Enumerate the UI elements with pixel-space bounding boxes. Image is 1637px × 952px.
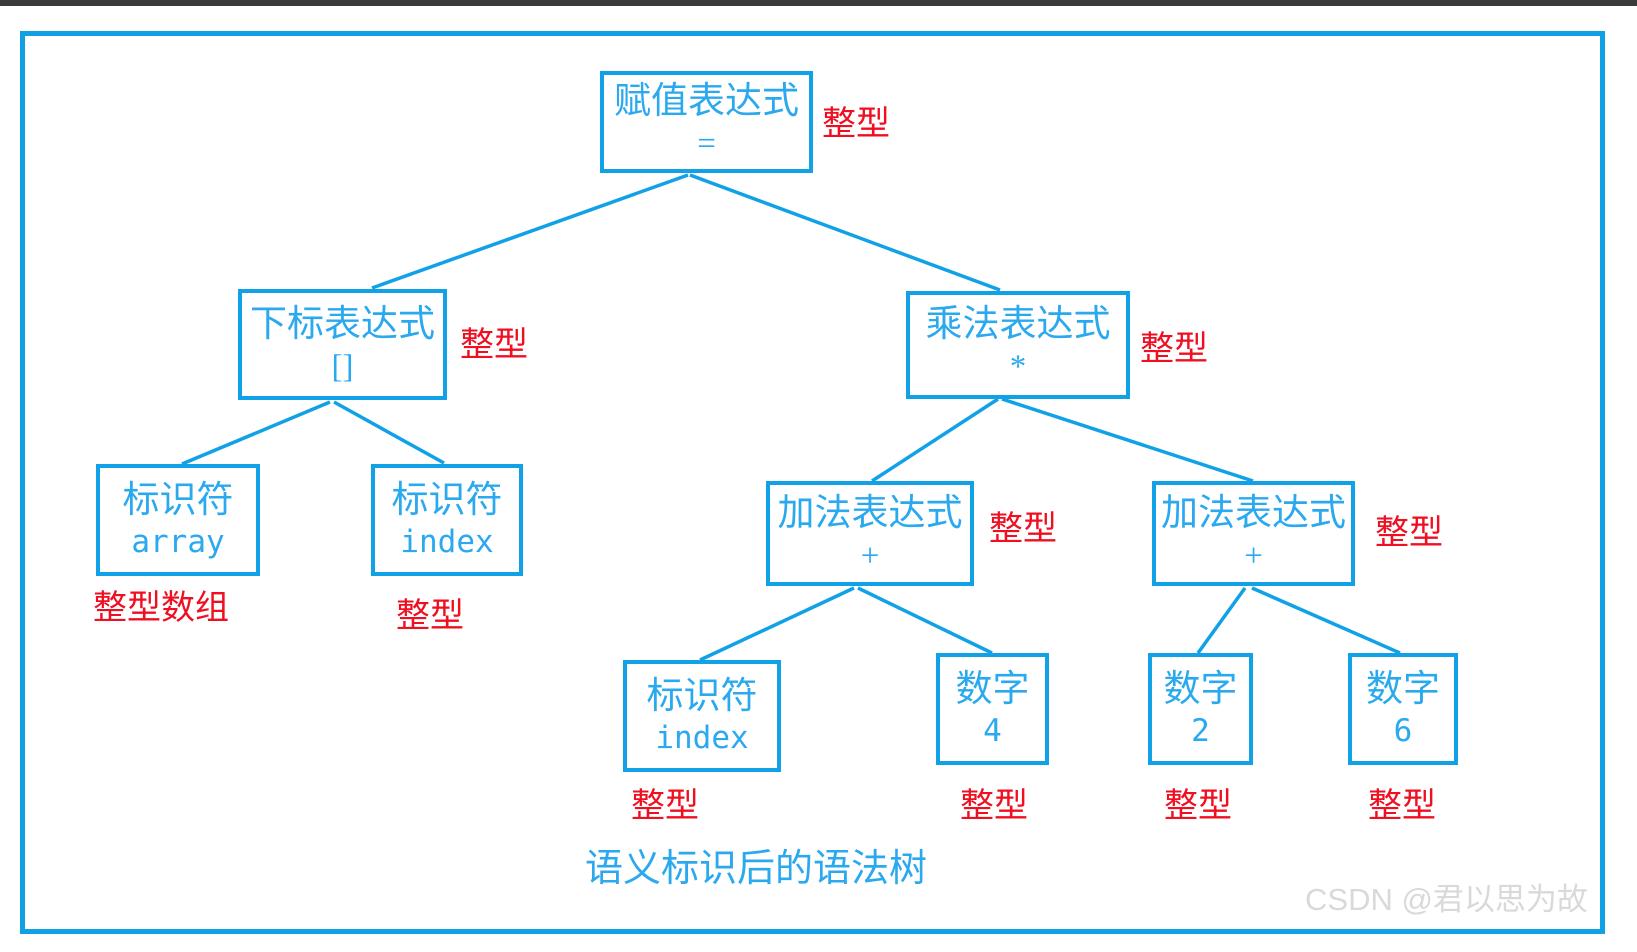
node-value: index [400, 524, 494, 560]
tree-node-add-right[interactable]: 加法表达式+ [1152, 481, 1355, 586]
node-value: array [131, 524, 225, 560]
node-title: 加法表达式 [777, 492, 963, 534]
node-title: 下标表达式 [250, 303, 435, 345]
type-annotation-assign: 整型 [822, 106, 890, 143]
node-value: [] [331, 348, 354, 385]
type-annotation-num-4: 整型 [960, 788, 1028, 825]
node-title: 数字 [1366, 669, 1440, 710]
node-title: 乘法表达式 [925, 304, 1111, 345]
type-annotation-multiply: 整型 [1140, 331, 1208, 368]
top-strip [0, 0, 1637, 6]
node-value: + [860, 537, 880, 574]
node-value: 2 [1191, 713, 1210, 749]
tree-node-assign[interactable]: 赋值表达式 = [600, 71, 813, 173]
node-value: index [655, 720, 749, 756]
node-value: 6 [1393, 713, 1413, 749]
type-annotation-ident-index-2: 整型 [631, 788, 699, 825]
node-title: 数字 [1163, 669, 1238, 710]
tree-node-add-left[interactable]: 加法表达式+ [766, 481, 974, 586]
node-title: 赋值表达式 [614, 81, 799, 122]
tree-node-multiply[interactable]: 乘法表达式 * [906, 291, 1130, 399]
type-annotation-ident-index-1: 整型 [396, 598, 464, 635]
type-annotation-num-2: 整型 [1164, 788, 1232, 825]
node-value: = [697, 126, 716, 162]
type-annotation-subscript: 整型 [460, 327, 528, 364]
type-annotation-ident-array: 整型数组 [93, 590, 229, 627]
node-title: 加法表达式 [1161, 492, 1346, 534]
diagram-caption: 语义标识后的语法树 [585, 848, 928, 890]
tree-node-subscript[interactable]: 下标表达式[] [238, 289, 447, 400]
type-annotation-add-left: 整型 [989, 511, 1057, 548]
node-title: 标识符 [122, 480, 234, 521]
node-value: + [1244, 537, 1263, 574]
type-annotation-num-6: 整型 [1368, 788, 1436, 825]
node-title: 数字 [955, 669, 1030, 710]
node-title: 标识符 [646, 676, 758, 717]
type-annotation-add-right: 整型 [1375, 515, 1443, 552]
node-value: 4 [983, 713, 1002, 749]
node-value: * [1009, 349, 1027, 385]
node-title: 标识符 [391, 480, 503, 521]
watermark: CSDN @君以思为故 [1305, 882, 1588, 917]
